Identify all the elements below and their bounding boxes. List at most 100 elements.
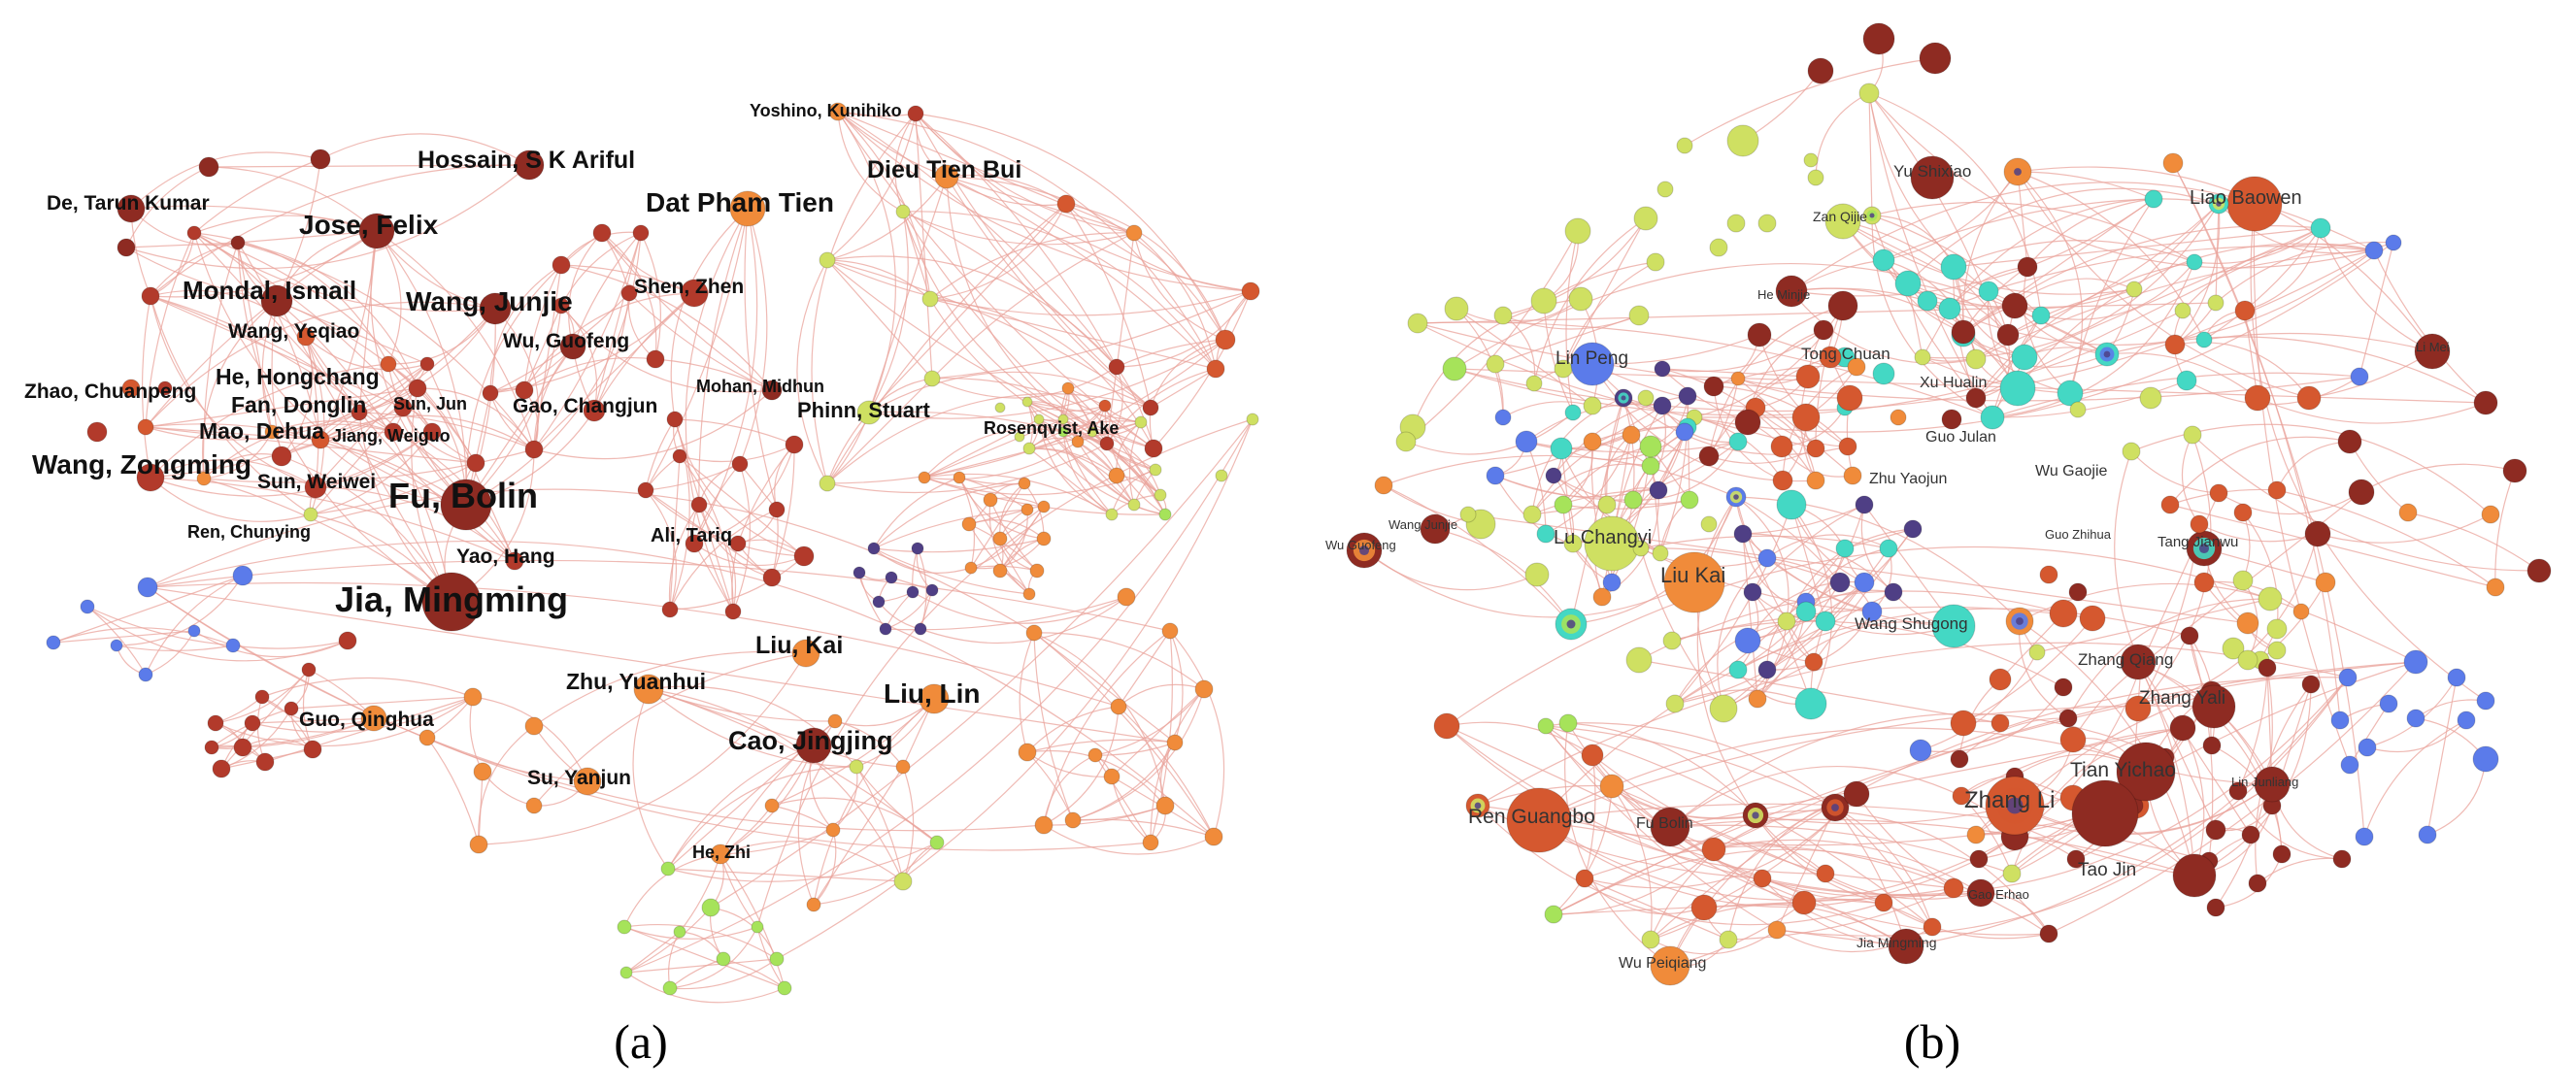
- a-edge-487: [261, 677, 474, 698]
- b-node-9: [1530, 287, 1557, 314]
- b-node-11: [1628, 305, 1650, 326]
- a-node-172: [617, 919, 632, 935]
- b-node-90: [1554, 495, 1573, 514]
- a-node-165: [806, 897, 821, 912]
- b-node-165: [2190, 514, 2209, 534]
- b-edge-492: [2048, 661, 2417, 935]
- a-node-40: [646, 349, 665, 369]
- b-edge-465: [1591, 754, 1955, 897]
- b-node-60: [1747, 322, 1772, 347]
- a-edge-395: [912, 591, 1127, 624]
- b-label-tao-jin: Tao Jin: [2078, 860, 2136, 880]
- b-edge-392: [2014, 783, 2273, 836]
- b-edge-254: [1640, 535, 1890, 549]
- a-node-14: [380, 355, 397, 373]
- a-edge-46: [193, 232, 477, 464]
- b-edge-222: [1467, 513, 2249, 624]
- b-node-38: [1951, 319, 1976, 345]
- a-node-16: [384, 422, 403, 442]
- a-edge-289: [1038, 418, 1135, 506]
- a-edge-240: [826, 259, 1154, 449]
- a-node-17: [422, 422, 442, 442]
- b-node-249: [2358, 738, 2377, 757]
- b-node-139: [2079, 605, 2106, 632]
- b-edge-217: [1363, 549, 1538, 591]
- a-node-168: [827, 713, 843, 729]
- b-edge-491: [1727, 887, 1955, 941]
- a-edge-204: [744, 208, 778, 511]
- b-edge-19: [1494, 314, 1640, 365]
- b-node-227: [1581, 744, 1604, 767]
- b-node-189: [1952, 786, 1971, 806]
- a-node-150: [463, 687, 483, 707]
- a-edge-9: [193, 158, 321, 234]
- a-edge-20: [193, 215, 378, 234]
- a-edge-11: [150, 230, 378, 298]
- a-edge-193: [669, 555, 805, 611]
- a-edge-101: [203, 431, 273, 479]
- a-label-sun-weiwei: Sun, Weiwei: [257, 471, 376, 493]
- a-node-33: [303, 507, 318, 522]
- b-node-92: [1623, 490, 1643, 510]
- b-edge-544: [1570, 397, 1624, 625]
- a-edge-418: [1111, 688, 1205, 777]
- a-edge-4: [208, 166, 378, 232]
- a-node-102: [1029, 563, 1045, 579]
- b-node-244: [2403, 649, 2428, 675]
- a-edge-447: [145, 575, 244, 676]
- b-label-zhu-yaojun: Zhu Yaojun: [1869, 471, 1947, 487]
- b-edge-298: [1920, 651, 2038, 751]
- a-node-43: [620, 284, 638, 302]
- b-node-151: [2236, 612, 2259, 635]
- a-edge-120: [572, 232, 642, 347]
- a-label-jose-felix: Jose, Felix: [299, 210, 439, 240]
- a-edge-102: [315, 486, 516, 562]
- a-label-hossain-s-k-ariful: Hossain, S K Ariful: [418, 147, 635, 174]
- b-edge-87: [2040, 261, 2195, 320]
- b-edge-59: [1953, 266, 2025, 358]
- a-node-109: [885, 571, 898, 584]
- b-edge-305: [1958, 717, 2069, 760]
- b-node-128: [1734, 627, 1761, 654]
- a-node-138: [338, 631, 357, 650]
- b-node-246: [2447, 668, 2466, 687]
- b-edge-295: [1962, 617, 2093, 724]
- b-node-41: [1965, 348, 1987, 370]
- a-node-130: [137, 577, 158, 598]
- b-node-29: [1894, 270, 1922, 297]
- a-edge-495: [478, 771, 484, 845]
- b-node-83: [1678, 386, 1697, 406]
- a-node-160: [795, 727, 832, 764]
- a-node-114: [914, 622, 927, 636]
- b-node-93: [1680, 490, 1699, 510]
- a-edge-440: [1111, 776, 1152, 843]
- a-edge-189: [698, 504, 773, 579]
- a-edge-310: [1077, 441, 1135, 506]
- b-edge-8: [1405, 230, 1579, 443]
- a-edge-567: [837, 111, 896, 413]
- a-node-27: [466, 453, 485, 473]
- a-edge-543: [623, 923, 778, 960]
- b-edge-495: [2426, 677, 2458, 836]
- a-edge-458: [193, 630, 349, 658]
- b-node-core-3: [1566, 619, 1576, 629]
- b-edge-6: [1533, 217, 1647, 384]
- b-node-233: [1690, 894, 1718, 921]
- b-node-138: [2049, 599, 2078, 628]
- b-label-zan-qijie: Zan Qijie: [1813, 209, 1867, 224]
- a-label-wu-guofeng: Wu, Guofeng: [503, 330, 629, 352]
- b-edge-327: [2140, 492, 2220, 666]
- b-node-91: [1597, 495, 1617, 514]
- b-node-core-1: [2216, 201, 2222, 207]
- a-label-shen-zhen: Shen, Zhen: [634, 276, 744, 298]
- a-edge-412: [1043, 630, 1171, 826]
- panel-a-edges: [52, 111, 1254, 1004]
- a-edge-174: [739, 208, 768, 465]
- b-edge-436: [1856, 793, 1955, 889]
- a-node-11: [86, 421, 108, 443]
- a-edge-81: [310, 431, 433, 515]
- a-edge-268: [1116, 339, 1226, 368]
- b-edge-287: [1756, 620, 1955, 700]
- b-edge-128: [1713, 365, 1857, 387]
